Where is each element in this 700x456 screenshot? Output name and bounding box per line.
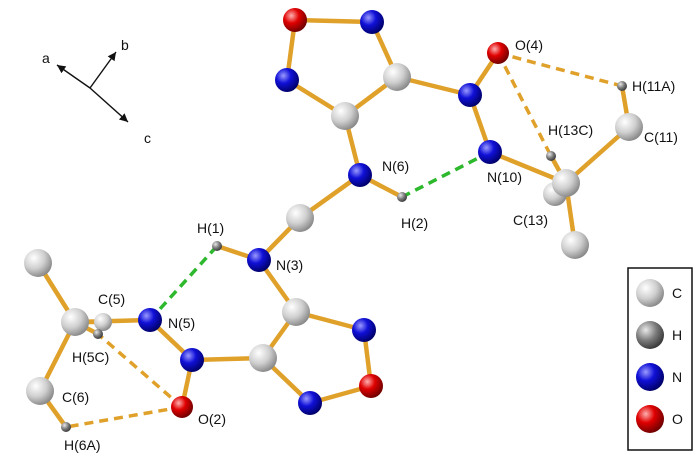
- atom-nitrogen-ring-bottom-left: [298, 391, 322, 415]
- label-H6A: H(6A): [64, 437, 101, 453]
- legend-nitrogen-swatch: [636, 363, 664, 391]
- atom-N10: [478, 140, 502, 164]
- hbond-O2-H5C: [96, 332, 184, 409]
- axis-b-label: b: [121, 37, 129, 53]
- label-O4: O(4): [515, 37, 543, 53]
- atom-O2: [171, 396, 193, 418]
- legend-oxygen-label: O: [672, 411, 683, 427]
- atom-H5C: [93, 329, 103, 339]
- atom-oxygen-ring-bottom: [359, 374, 383, 398]
- atom-carbon-ring-bottom-left: [249, 344, 277, 372]
- atom-carbon-ring-bottom-top: [282, 298, 310, 326]
- atom-carbon-ring-top-right: [383, 63, 411, 91]
- atom-nitrogen-ring-top-right: [360, 10, 384, 34]
- hbond-O4-H13C: [496, 52, 553, 157]
- label-N3: N(3): [276, 257, 303, 273]
- label-H2: H(2): [401, 215, 428, 231]
- axis-c-arrow: [89, 87, 129, 123]
- atom-C5-methyl-up: [24, 249, 52, 277]
- atom-labels: O(4) H(11A) H(13C) C(11) N(6) N(10) H(2)…: [62, 37, 678, 453]
- atom-C13-methyl-down: [561, 231, 589, 259]
- atoms: [24, 8, 643, 432]
- label-O2: O(2): [198, 411, 226, 427]
- atom-bridge-carbon: [286, 204, 314, 232]
- label-N5: N(5): [168, 315, 195, 331]
- axis-a-label: a: [42, 50, 50, 66]
- hbond-N10-H2: [401, 150, 491, 199]
- legend-nitrogen-label: N: [672, 369, 682, 385]
- legend-hydrogen-label: H: [672, 327, 682, 343]
- atom-H11A: [617, 81, 627, 91]
- hydrogen-bond-contacts: [65, 51, 623, 429]
- label-N6: N(6): [382, 158, 409, 174]
- axis-a-arrow: [56, 64, 91, 89]
- atom-H1: [212, 241, 222, 251]
- label-H1: H(1): [197, 220, 224, 236]
- atom-nitrogen-N-oxide-top: [458, 83, 482, 107]
- hbond-O2-H6A: [65, 405, 183, 429]
- label-C11: C(11): [644, 129, 678, 145]
- legend-oxygen-swatch: [636, 405, 664, 433]
- atom-nitrogen-ring-top-left: [275, 68, 299, 92]
- element-legend: C H N O: [627, 267, 693, 451]
- hbond-O4-H11A: [497, 51, 623, 88]
- atom-carbon-ring-top-bottom: [331, 102, 359, 130]
- atom-C13: [552, 169, 580, 197]
- legend-carbon-swatch: [636, 279, 664, 307]
- atom-H2: [397, 192, 407, 202]
- atom-H6A: [61, 422, 71, 432]
- atom-nitrogen-N-oxide-bottom: [180, 348, 204, 372]
- atom-H13C: [546, 151, 556, 161]
- atom-N5: [138, 308, 162, 332]
- atom-C5: [61, 308, 89, 336]
- label-H13C: H(13C): [548, 122, 593, 138]
- atom-C6: [26, 377, 54, 405]
- atom-oxygen-ring-top: [283, 8, 307, 32]
- hbond-N5-H1: [148, 244, 219, 322]
- label-C13: C(13): [513, 212, 548, 228]
- axis-b-arrow: [89, 51, 117, 89]
- atom-N3: [247, 248, 271, 272]
- atom-N6: [348, 163, 372, 187]
- atom-O4: [487, 42, 509, 64]
- crystal-axes-indicator: a b c: [42, 37, 151, 146]
- axis-c-label: c: [144, 130, 151, 146]
- label-C5: C(5): [98, 291, 125, 307]
- atom-nitrogen-ring-bottom-right: [352, 318, 376, 342]
- atom-C11: [615, 113, 643, 141]
- legend-carbon-label: C: [672, 285, 682, 301]
- legend-hydrogen-swatch: [636, 321, 664, 349]
- label-C6: C(6): [62, 389, 89, 405]
- atom-C5-methyl-right: [94, 313, 112, 331]
- label-H11A: H(11A): [632, 78, 675, 94]
- label-H5C: H(5C): [72, 349, 109, 365]
- label-N10: N(10): [487, 169, 522, 185]
